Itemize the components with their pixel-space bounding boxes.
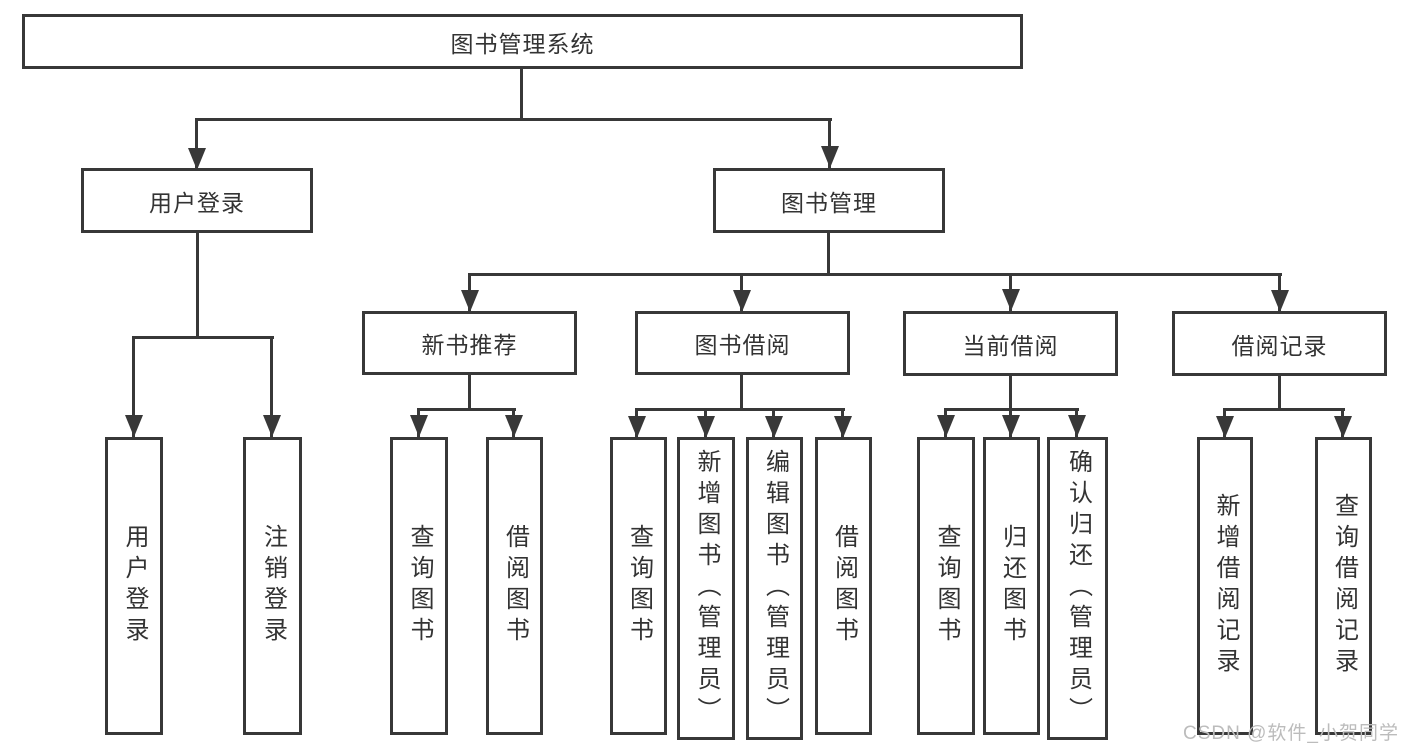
leaf-br-add-record: 新增借阅记录 — [1197, 437, 1253, 735]
connector-new-book-stem — [468, 375, 471, 408]
node-book-borrow: 图书借阅 — [635, 311, 850, 375]
leaf-cb-query-books: 查询图书 — [917, 437, 975, 735]
leaf-cb-query-books-label: 查询图书 — [933, 524, 960, 648]
node-borrow-records-label: 借阅记录 — [1231, 332, 1328, 359]
arrow-to-leaf-logout — [270, 336, 273, 437]
connector-borrow-records-rail — [1224, 408, 1345, 411]
leaf-bb-query-books: 查询图书 — [610, 437, 667, 735]
arrow-bb-edit — [772, 408, 775, 438]
leaf-cb-confirm-return-admin: 确认归还（管理员） — [1047, 437, 1108, 740]
leaf-user-login: 用户登录 — [105, 437, 163, 735]
connector-user-login-rail — [133, 336, 274, 339]
node-current-borrow: 当前借阅 — [903, 311, 1118, 376]
arrow-cb-query — [944, 408, 947, 437]
connector-current-borrow-rail — [945, 408, 1079, 411]
arrow-cb-confirm — [1075, 408, 1078, 437]
node-current-borrow-label: 当前借阅 — [962, 332, 1059, 359]
leaf-bb-add-books-admin-label: 新增图书（管理员） — [693, 449, 720, 728]
connector-current-borrow-stem — [1009, 375, 1012, 408]
leaf-bb-add-books-admin: 新增图书（管理员） — [677, 437, 735, 740]
leaf-cb-return-books-label: 归还图书 — [998, 524, 1026, 648]
node-book-management-label: 图书管理 — [781, 189, 877, 216]
leaf-bb-borrow-books-label: 借阅图书 — [830, 524, 858, 648]
leaf-br-add-record-label: 新增借阅记录 — [1212, 493, 1239, 679]
node-root: 图书管理系统 — [22, 14, 1023, 69]
connector-root-stem — [520, 69, 523, 118]
leaf-user-login-label: 用户登录 — [121, 524, 148, 648]
leaf-nb-borrow-books: 借阅图书 — [486, 437, 543, 735]
connector-book-borrow-stem — [740, 375, 743, 408]
connector-root-rail — [196, 118, 832, 121]
connector-borrow-records-stem — [1278, 375, 1281, 408]
connector-new-book-rail — [418, 408, 516, 411]
leaf-br-query-record: 查询借阅记录 — [1315, 437, 1372, 735]
arrow-bb-query — [635, 408, 638, 438]
arrow-br-add — [1223, 408, 1226, 438]
node-user-login: 用户登录 — [81, 168, 313, 233]
leaf-logout-label: 注销登录 — [259, 524, 287, 648]
leaf-bb-query-books-label: 查询图书 — [625, 524, 653, 648]
node-new-book-recommend-label: 新书推荐 — [421, 332, 518, 358]
leaf-nb-borrow-books-label: 借阅图书 — [501, 524, 529, 648]
node-user-login-label: 用户登录 — [149, 189, 245, 216]
arrow-to-borrow-records — [1278, 273, 1281, 312]
leaf-bb-borrow-books: 借阅图书 — [815, 437, 872, 735]
arrow-bb-borrow — [841, 408, 844, 438]
arrow-cb-return — [1009, 408, 1012, 437]
leaf-br-query-record-label: 查询借阅记录 — [1330, 493, 1358, 679]
leaf-logout: 注销登录 — [243, 437, 302, 735]
arrow-to-new-book-recommend — [468, 273, 471, 312]
connector-user-login-stem — [196, 233, 199, 336]
connector-book-mgmt-stem — [827, 233, 830, 273]
leaf-bb-edit-books-admin: 编辑图书（管理员） — [746, 437, 803, 740]
arrow-to-book-borrow — [740, 273, 743, 312]
arrow-bb-add — [704, 408, 707, 438]
leaf-nb-query-books: 查询图书 — [390, 437, 448, 735]
arrow-br-query — [1341, 408, 1344, 438]
connector-book-mgmt-rail — [470, 273, 1282, 276]
leaf-bb-edit-books-admin-label: 编辑图书（管理员） — [761, 449, 789, 728]
leaf-cb-return-books: 归还图书 — [983, 437, 1040, 735]
arrow-to-leaf-user-login — [132, 336, 135, 437]
node-borrow-records: 借阅记录 — [1172, 311, 1387, 376]
arrow-nb-borrow — [512, 408, 515, 437]
leaf-nb-query-books-label: 查询图书 — [406, 524, 433, 648]
leaf-cb-confirm-return-admin-label: 确认归还（管理员） — [1064, 449, 1092, 728]
connector-book-borrow-rail — [636, 408, 845, 411]
node-root-label: 图书管理系统 — [450, 30, 595, 57]
csdn-watermark: CSDN @软件_小贺同学 — [1183, 723, 1399, 744]
node-book-borrow-label: 图书借阅 — [694, 332, 791, 358]
node-book-management: 图书管理 — [713, 168, 945, 233]
arrow-nb-query — [417, 408, 420, 437]
arrow-to-user-login — [195, 118, 198, 170]
node-new-book-recommend: 新书推荐 — [362, 311, 577, 375]
arrow-to-book-management — [828, 118, 831, 168]
arrow-to-current-borrow — [1009, 273, 1012, 311]
